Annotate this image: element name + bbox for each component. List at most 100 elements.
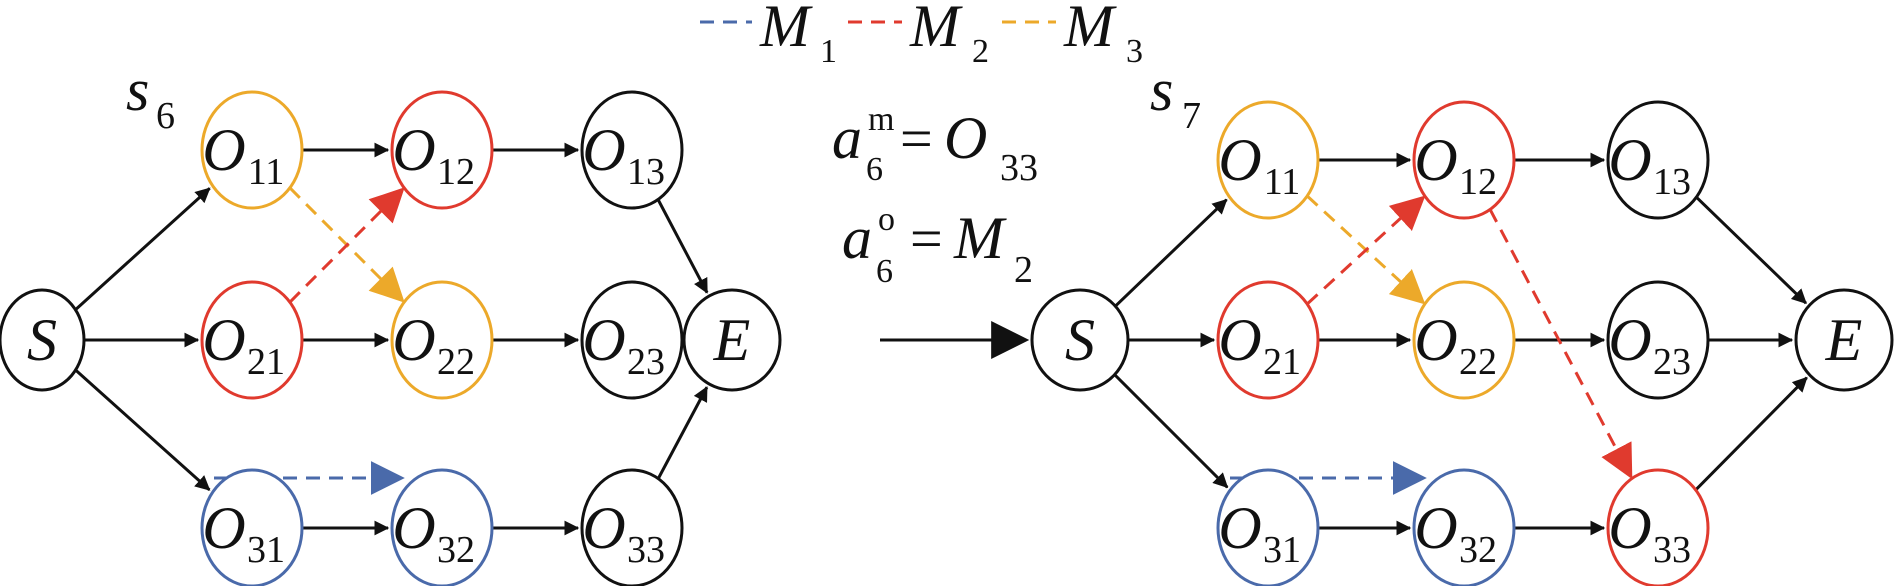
right-node-O32-sub: 32 xyxy=(1459,529,1497,571)
left-node-O12-letter: O xyxy=(392,117,435,183)
left-node-O21-outline xyxy=(200,280,304,400)
right-node-O22-outline xyxy=(1412,280,1516,400)
action-m-label: a m 6 = O 33 xyxy=(832,101,1038,189)
left-state-letter: s xyxy=(126,57,149,123)
legend: M 1 M 2 M 3 xyxy=(700,0,1143,70)
action-o-sub: 6 xyxy=(876,253,893,290)
left-edge-O33-E xyxy=(656,386,709,480)
left-state-sub: 6 xyxy=(156,95,175,137)
right-node-O13-sub: 13 xyxy=(1653,161,1691,203)
left-node-O23-letter: O xyxy=(582,307,625,373)
action-m-sup: m xyxy=(868,101,894,138)
right-node-O23-outline xyxy=(1606,280,1710,400)
left-node-O13-outline xyxy=(580,90,684,210)
left-node-O13-sub: 13 xyxy=(627,151,665,193)
right-node-O11-outline xyxy=(1216,100,1320,220)
left-node-O22-letter: O xyxy=(392,307,435,373)
left-node-O13-letter: O xyxy=(582,117,625,183)
action-o-sup: o xyxy=(878,201,895,238)
left-node-O12-sub: 12 xyxy=(437,151,475,193)
right-node-O12-letter: O xyxy=(1414,127,1457,193)
left-node-O22-sub: 22 xyxy=(437,341,475,383)
left-edge-S-O31 xyxy=(74,368,211,492)
left-node-O31-sub: 31 xyxy=(247,529,285,571)
right-node-O32-outline xyxy=(1412,468,1516,586)
right-node-E-letter: E xyxy=(1825,307,1863,373)
right-node-O22-sub: 22 xyxy=(1459,341,1497,383)
right-edge-S-O31 xyxy=(1113,373,1229,489)
left-node-E-outline xyxy=(682,288,782,392)
left-node-O33-outline xyxy=(580,468,684,586)
right-node-S: S xyxy=(1030,288,1130,392)
left-node-O12-outline xyxy=(390,90,494,210)
right-node-O31-sub: 31 xyxy=(1263,529,1301,571)
right-node-S-letter: S xyxy=(1065,307,1095,373)
action-o-letter: a xyxy=(842,205,872,271)
legend-m1-sub: 1 xyxy=(820,33,837,70)
right-node-E: E xyxy=(1794,288,1894,392)
left-node-E-letter: E xyxy=(713,307,751,373)
left-machine-edge-O21-O12 xyxy=(288,187,405,304)
left-node-S: S xyxy=(0,288,86,392)
left-node-O21-sub: 21 xyxy=(247,341,285,383)
right-edge-S-O11 xyxy=(1114,198,1228,308)
right-state-letter: s xyxy=(1150,57,1173,123)
left-node-O11-letter: O xyxy=(202,117,245,183)
right-edge-O33-E xyxy=(1694,376,1808,491)
right-node-O13-outline xyxy=(1606,100,1710,220)
right-node-O21-letter: O xyxy=(1218,307,1261,373)
left-node-E: E xyxy=(682,288,782,392)
right-node-O32-letter: O xyxy=(1414,495,1457,561)
action-m-value-sub: 33 xyxy=(1000,147,1038,189)
right-node-O21-sub: 21 xyxy=(1263,341,1301,383)
action-o-value-letter: M xyxy=(953,205,1007,271)
right-node-O33-outline xyxy=(1606,468,1710,586)
right-node-O22-letter: O xyxy=(1414,307,1457,373)
right-node-E-outline xyxy=(1794,288,1894,392)
left-node-O22-outline xyxy=(390,280,494,400)
left-node-O11-outline xyxy=(200,90,304,210)
left-node-O32-sub: 32 xyxy=(437,529,475,571)
left-node-O31-letter: O xyxy=(202,495,245,561)
left-node-O23-outline xyxy=(580,280,684,400)
action-m-value-letter: O xyxy=(944,105,987,171)
right-machine-edge-O21-O12 xyxy=(1306,195,1426,306)
right-node-O21-outline xyxy=(1216,280,1320,400)
legend-m2-letter: M xyxy=(909,0,963,59)
left-node-O32-letter: O xyxy=(392,495,435,561)
right-node-S-outline xyxy=(1030,288,1130,392)
left-node-O23-sub: 23 xyxy=(627,341,665,383)
right-node-O33-sub: 33 xyxy=(1653,529,1691,571)
right-node-O12-sub: 12 xyxy=(1459,161,1497,203)
right-node-O11-sub: 11 xyxy=(1264,161,1301,203)
right-node-O11-letter: O xyxy=(1218,127,1261,193)
legend-m1-letter: M xyxy=(759,0,813,59)
right-node-O12-outline xyxy=(1412,100,1516,220)
left-node-O32-outline xyxy=(390,468,494,586)
left-edge-S-O11 xyxy=(74,187,211,311)
left-node-O33-sub: 33 xyxy=(627,529,665,571)
left-node-O33-letter: O xyxy=(582,495,625,561)
action-m-eq: = xyxy=(900,106,933,171)
legend-m2-sub: 2 xyxy=(972,33,989,70)
action-m-sub: 6 xyxy=(866,151,883,188)
right-edge-O13-E xyxy=(1695,196,1808,305)
right-node-O31-letter: O xyxy=(1218,495,1261,561)
action-m-letter: a xyxy=(832,105,862,171)
